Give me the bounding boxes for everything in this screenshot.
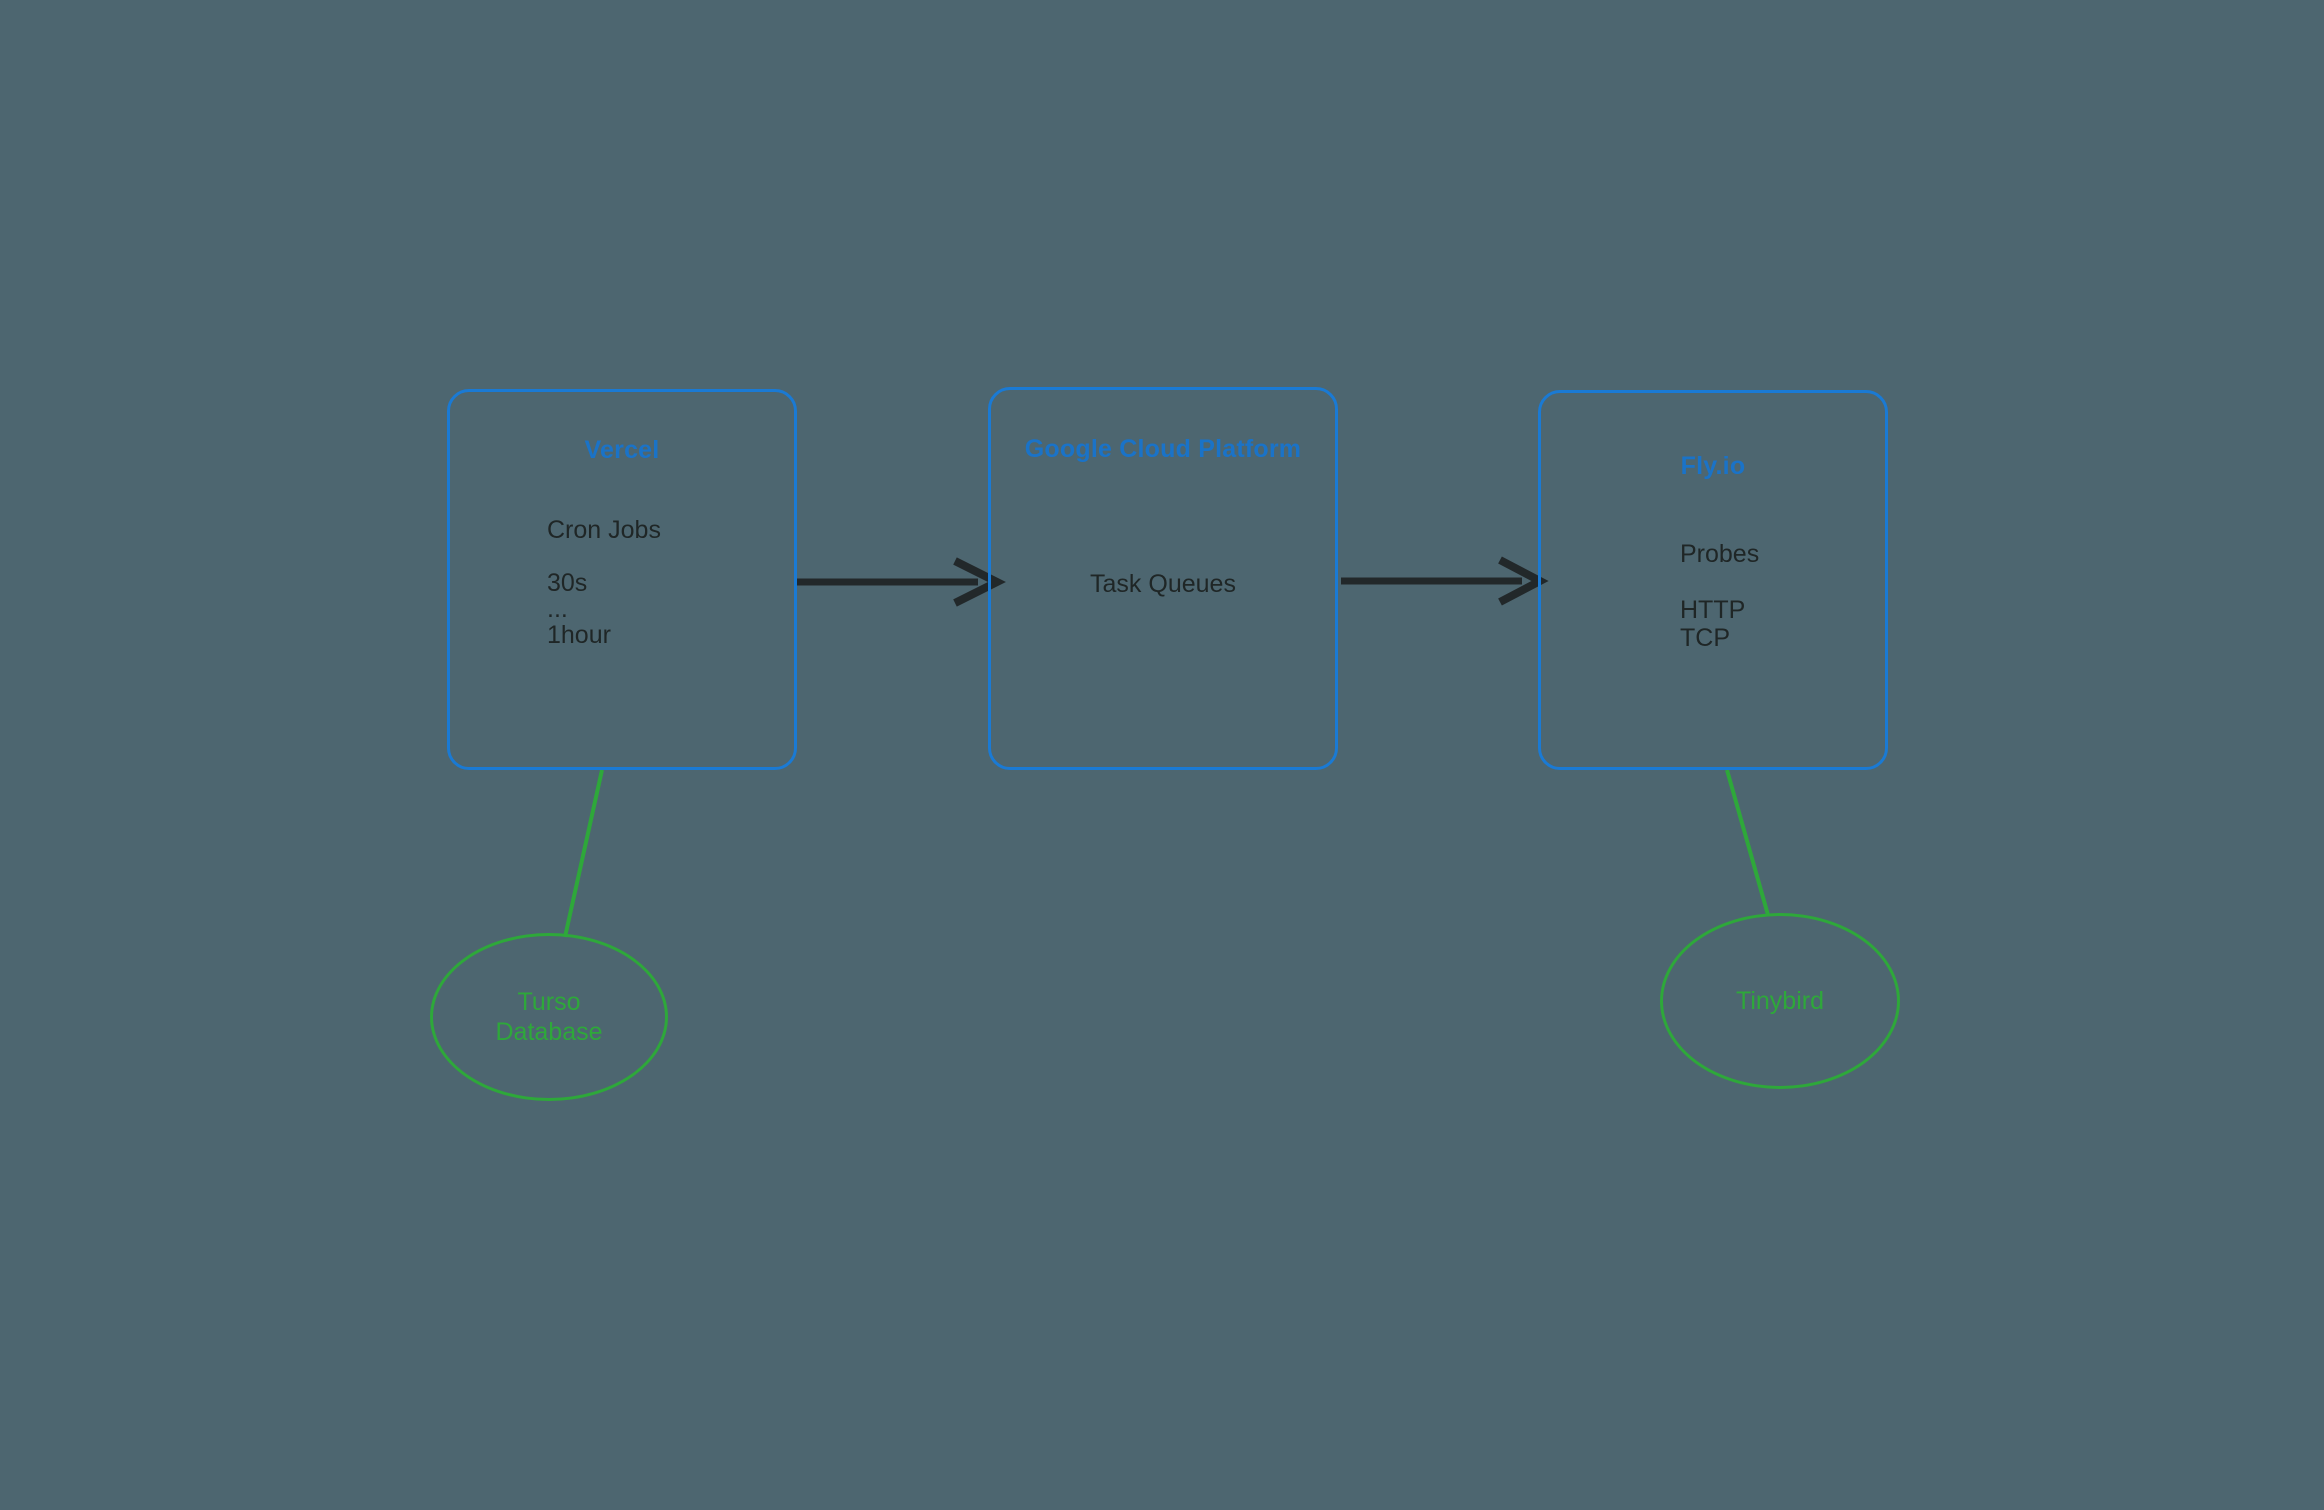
node-tinybird-label: Tinybird (1736, 987, 1824, 1015)
node-fly-text-http: HTTP (1680, 596, 1746, 624)
node-turso-database[interactable]: Turso Database (430, 933, 668, 1101)
node-vercel-text-ellipsis: ... (547, 595, 568, 623)
node-gcp[interactable]: Google Cloud Platform Task Queues (988, 387, 1338, 770)
node-fly[interactable]: Fly.io (1538, 390, 1888, 770)
edge-fly-to-tinybird (1725, 769, 1770, 916)
node-gcp-title: Google Cloud Platform (1024, 435, 1302, 463)
edge-gcp-to-fly (1341, 556, 1549, 606)
node-vercel[interactable]: Vercel (447, 389, 797, 770)
node-fly-title: Fly.io (1680, 452, 1746, 480)
edge-vercel-to-turso (563, 769, 604, 938)
node-turso-database-label: Turso Database (495, 988, 603, 1046)
node-vercel-text-30s: 30s (547, 569, 588, 597)
node-fly-text-tcp: TCP (1680, 624, 1730, 652)
node-gcp-text-task-queues: Task Queues (1090, 570, 1236, 598)
node-vercel-title: Vercel (584, 436, 660, 464)
node-vercel-text-cron-jobs: Cron Jobs (547, 516, 661, 544)
node-fly-text-probes: Probes (1680, 540, 1760, 568)
edge-vercel-to-gcp (795, 557, 1006, 607)
node-vercel-text-1hour: 1hour (547, 621, 611, 649)
node-tinybird[interactable]: Tinybird (1660, 913, 1900, 1089)
